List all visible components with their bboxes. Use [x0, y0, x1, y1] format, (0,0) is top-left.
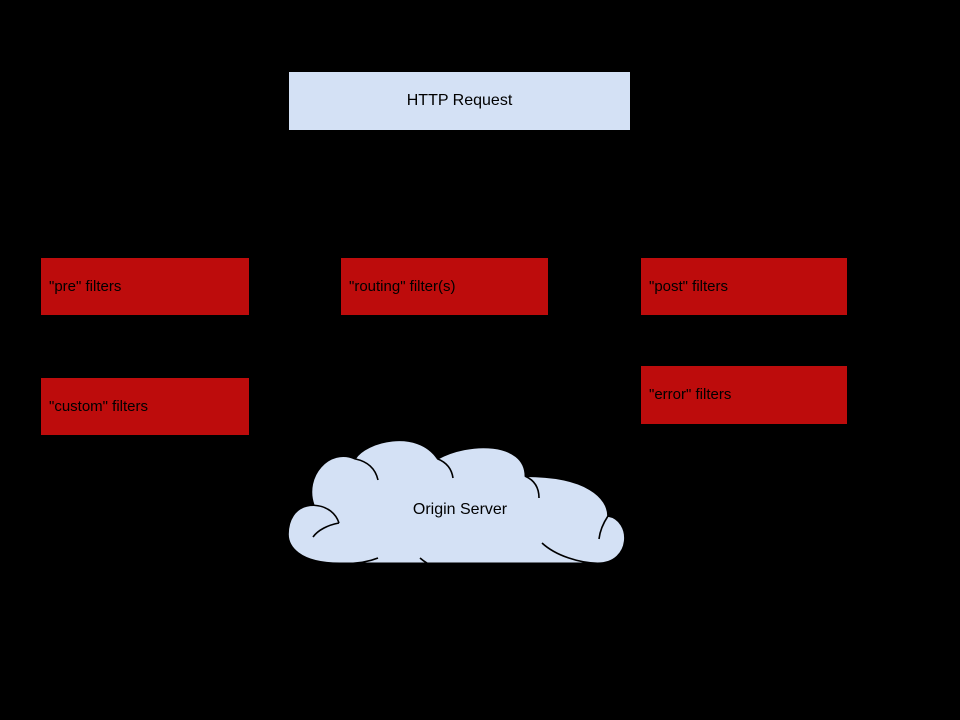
node-label-post-filters: "post" filters: [649, 277, 729, 295]
node-error-filters[interactable]: "error" filters: [640, 365, 848, 425]
node-post-filters[interactable]: "post" filters: [640, 257, 848, 316]
node-label-origin-server: Origin Server: [412, 500, 508, 518]
node-custom-filters[interactable]: "custom" filters: [40, 377, 250, 436]
node-label-routing-filters: "routing" filter(s): [349, 277, 456, 295]
node-label-http-request: HTTP Request: [406, 92, 513, 110]
cloud-icon: [288, 440, 626, 573]
node-pre-filters[interactable]: "pre" filters: [40, 257, 250, 316]
node-routing-filters[interactable]: "routing" filter(s): [340, 257, 549, 316]
node-label-custom-filters: "custom" filters: [49, 397, 149, 415]
node-http-request[interactable]: HTTP Request: [288, 71, 631, 131]
node-label-error-filters: "error" filters: [649, 386, 732, 403]
node-origin-server[interactable]: Origin Server: [288, 440, 632, 585]
node-label-pre-filters: "pre" filters: [49, 277, 122, 295]
